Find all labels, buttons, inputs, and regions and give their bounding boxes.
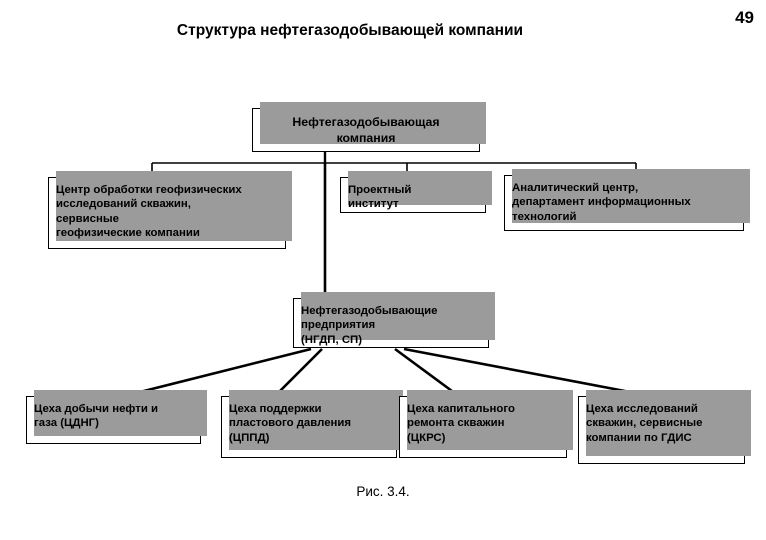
edge-enterprises-cppd (276, 348, 323, 395)
node-well-workover-shops[interactable]: Цеха капитального ремонта скважин (ЦКРС) (399, 390, 573, 458)
edge-enterprises-gdis (403, 347, 631, 394)
node-production-enterprises-label: Нефтегазодобывающие предприятия (НГДП, С… (301, 305, 438, 346)
node-well-logging-shops-label: Цеха исследований скважин, сервисные ком… (586, 403, 703, 444)
node-oil-gas-production-shops[interactable]: Цеха добычи нефти и газа (ЦДНГ) (26, 390, 207, 444)
figure-caption: Рис. 3.4. (356, 484, 410, 499)
node-company[interactable]: Нефтегазодобывающая компания (252, 102, 486, 152)
node-geophysics-center-label: Центр обработки геофизических исследован… (56, 184, 242, 240)
node-analytic-center-label: Аналитический центр, департамент информа… (512, 182, 691, 223)
node-company-label: Нефтегазодобывающая компания (292, 115, 440, 145)
node-design-institute-label: Проектный институт (348, 184, 412, 211)
node-design-institute[interactable]: Проектный институт (340, 171, 492, 213)
page-number: 49 (735, 8, 754, 27)
node-oil-gas-production-shops-label: Цеха добычи нефти и газа (ЦДНГ) (34, 403, 158, 430)
node-analytic-center[interactable]: Аналитический центр, департамент информа… (504, 169, 750, 231)
page-title: Структура нефтегазодобывающей компании (176, 22, 524, 39)
edge-enterprises-cdng (127, 347, 312, 397)
node-well-workover-shops-label: Цеха капитального ремонта скважин (ЦКРС) (407, 403, 515, 444)
edge-enterprises-ckrs (394, 347, 457, 396)
node-reservoir-pressure-shops-label: Цеха поддержки пластового давления (ЦППД… (229, 403, 352, 444)
node-well-logging-shops[interactable]: Цеха исследований скважин, сервисные ком… (578, 390, 751, 464)
node-geophysics-center[interactable]: Центр обработки геофизических исследован… (48, 171, 292, 249)
node-reservoir-pressure-shops[interactable]: Цеха поддержки пластового давления (ЦППД… (221, 390, 403, 458)
node-production-enterprises[interactable]: Нефтегазодобывающие предприятия (НГДП, С… (293, 292, 495, 348)
